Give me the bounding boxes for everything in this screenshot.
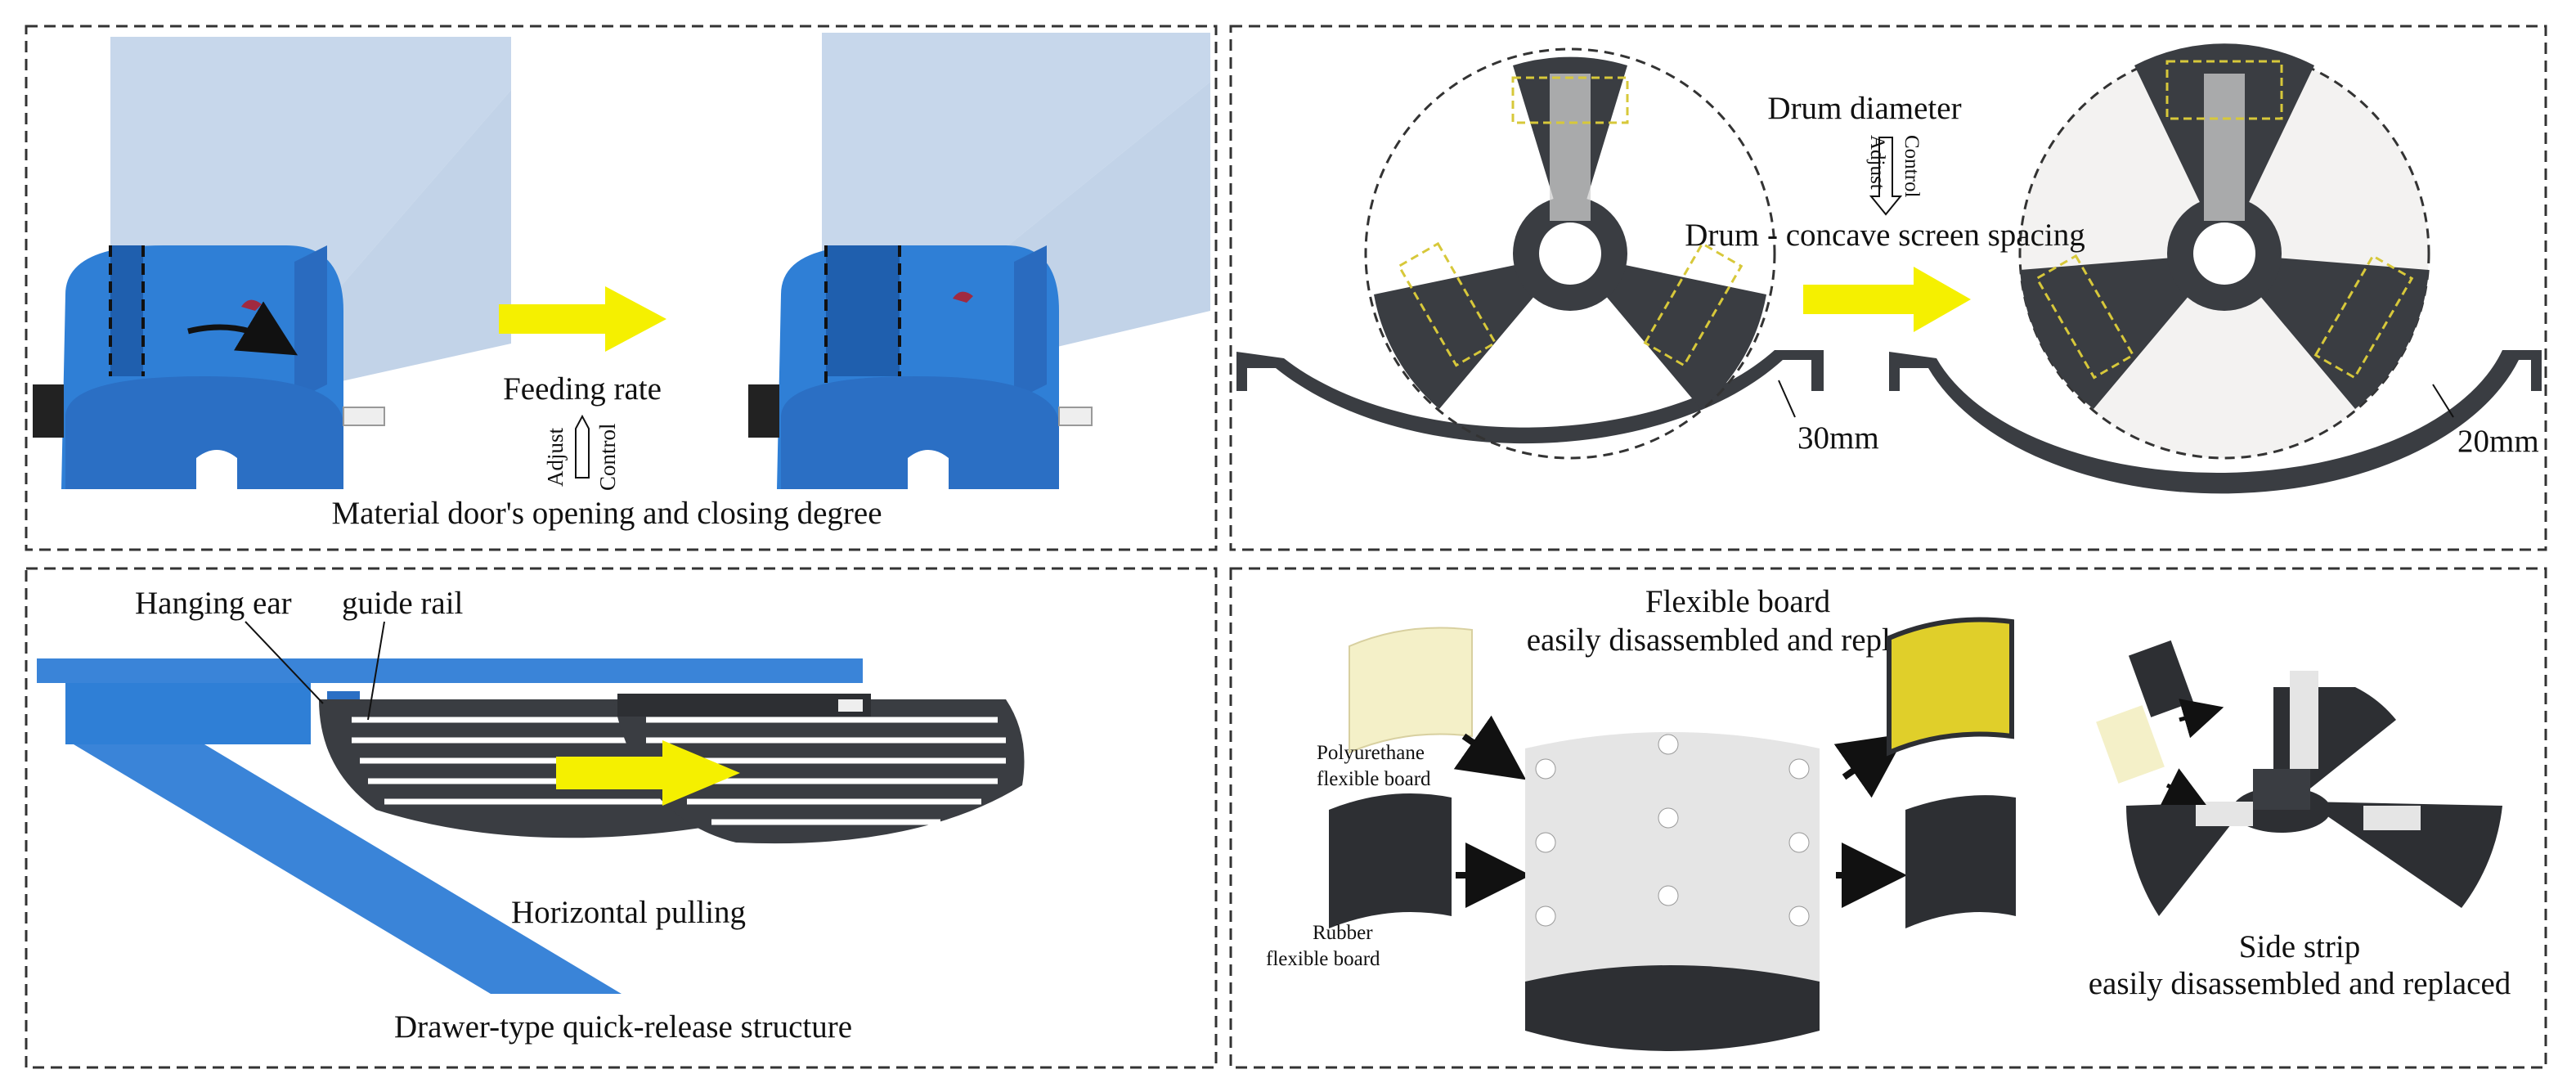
drum-diameter-label: Drum diameter	[1767, 91, 1961, 126]
rubber-board-mounted-icon	[1905, 795, 2016, 928]
panel-drum: 30mm 20mm Drum diameter Adjust Control D…	[1229, 25, 2547, 551]
horizontal-pulling-label: Horizontal pulling	[511, 895, 746, 930]
pu-label-2: flexible board	[1317, 768, 1431, 790]
drum-wheel-right-icon	[2018, 43, 2430, 460]
grate-screen-right-icon	[613, 694, 1025, 844]
side-strip-rotor-icon	[2096, 640, 2502, 916]
panel-drum-border	[1229, 25, 2547, 551]
side-strip-label-1: Side strip	[2239, 929, 2360, 964]
adjust-control-arrow-drum-icon	[1869, 137, 1903, 216]
drum-segment-icon	[1525, 732, 1820, 1051]
panel-feeding: Feeding rate Adjust Control Material doo…	[25, 25, 1218, 551]
feeder-left	[33, 37, 511, 489]
arrow-pu-in-icon	[1453, 715, 1527, 780]
drum-spacing-label: Drum - concave screen spacing	[1685, 218, 2085, 253]
flexible-board-title: Flexible board	[1645, 584, 1831, 619]
pu-board-icon	[1349, 627, 1473, 754]
yellow-arrow-feeding-icon	[499, 286, 666, 352]
panel-boards: Flexible board easily disassembled and r…	[1229, 567, 2547, 1069]
side-strip-label-2: easily disassembled and replaced	[2089, 966, 2511, 1001]
rotation-arrow-icon	[187, 301, 298, 356]
drawer-structure-label: Drawer-type quick-release structure	[394, 1009, 852, 1045]
gap-20mm-label: 20mm	[2457, 424, 2539, 459]
yellow-arrow-drum-icon	[1803, 267, 1971, 332]
rubber-label-1: Rubber	[1313, 922, 1373, 944]
flexible-board-subtitle: easily disassembled and replaced	[1527, 622, 1950, 658]
panel-feeding-border	[25, 25, 1218, 551]
concave-screen-left-icon	[1236, 350, 1824, 444]
yellow-arrow-drawer-icon	[556, 740, 740, 806]
pu-label-1: Polyurethane	[1317, 742, 1425, 764]
blue-frame-icon	[37, 658, 863, 994]
hanging-ear-label: Hanging ear	[135, 586, 292, 621]
guide-rail-label: guide rail	[342, 586, 464, 621]
door-degree-label: Material door's opening and closing degr…	[331, 496, 882, 531]
control-label: Control	[595, 423, 620, 491]
feeder-right	[748, 33, 1210, 489]
drum-wheel-left-icon	[1364, 47, 1776, 460]
rubber-board-icon	[1329, 793, 1452, 928]
adjust-control-arrow-icon	[575, 414, 590, 479]
panel-drawer-border	[25, 567, 1218, 1069]
concave-screen-right-icon	[1889, 350, 2542, 494]
panel-drawer: Hanging ear guide rail Horizontal pullin…	[25, 567, 1218, 1069]
control-drum-label: Control	[1901, 135, 1923, 197]
rubber-label-2: flexible board	[1266, 948, 1380, 970]
panel-boards-border	[1229, 567, 2547, 1069]
feeding-rate-label: Feeding rate	[503, 371, 662, 407]
pu-board-mounted-icon	[1887, 617, 2014, 757]
adjust-drum-label: Adjust	[1866, 135, 1888, 190]
adjust-label: Adjust	[543, 427, 568, 487]
arrow-pu-out-icon	[1833, 733, 1907, 798]
gap-30mm-label: 30mm	[1797, 420, 1879, 456]
